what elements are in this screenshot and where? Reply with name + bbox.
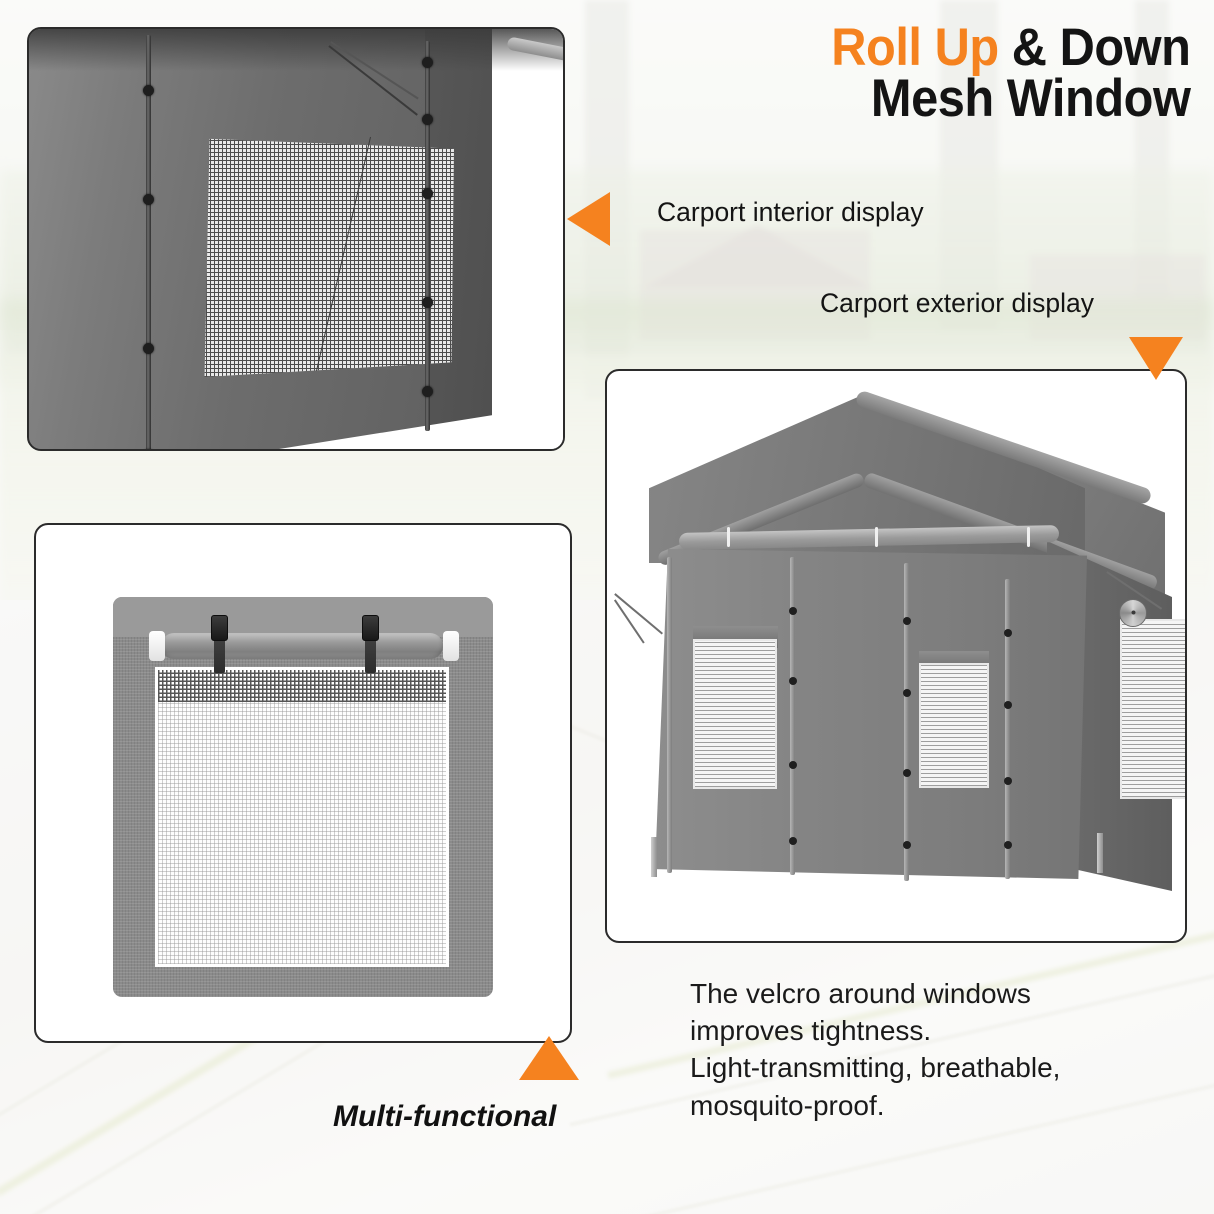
carport-beam-tie xyxy=(875,527,878,547)
interior-frame-fastener xyxy=(143,85,154,96)
callout-carport-interior: Carport interior display xyxy=(657,197,924,227)
interior-frame-pole xyxy=(425,41,430,431)
window-strap xyxy=(214,621,225,673)
interior-frame-fastener xyxy=(422,57,433,68)
title-line2: Mesh Window xyxy=(870,69,1190,129)
interior-open-doorway xyxy=(492,29,563,449)
interior-ceiling-shadow xyxy=(29,29,563,71)
window-fabric-panel xyxy=(113,597,493,997)
carport-fastener xyxy=(789,761,797,769)
interior-frame-fastener xyxy=(422,386,433,397)
interior-mesh-window xyxy=(204,138,454,377)
carport-leg xyxy=(1097,833,1103,873)
panel-carport-exterior xyxy=(605,369,1187,943)
description-line-2: improves tightness. xyxy=(690,1015,932,1047)
triangle-up-icon xyxy=(519,1036,579,1080)
triangle-down-icon xyxy=(1129,337,1183,380)
callout-carport-exterior: Carport exterior display xyxy=(820,288,1094,318)
carport-fastener xyxy=(789,837,797,845)
description-line-1: The velcro around windows xyxy=(690,978,1031,1009)
carport-fastener xyxy=(1004,777,1012,785)
carport-fastener xyxy=(903,617,911,625)
interior-frame-fastener xyxy=(422,297,433,308)
carport-guy-line xyxy=(614,593,663,635)
carport-beam-tie xyxy=(1027,527,1030,547)
window-clear-pane xyxy=(155,667,449,967)
window-buckle xyxy=(362,615,379,641)
carport-mesh-window xyxy=(919,663,989,788)
carport-render xyxy=(607,371,1185,941)
page-title: Roll Up & Down Mesh Window xyxy=(831,21,1191,129)
carport-fastener xyxy=(1004,701,1012,709)
title-line1-rest: & Down xyxy=(998,18,1190,77)
carport-rolled-window-spiral xyxy=(1119,599,1147,627)
window-rolled-flap xyxy=(161,633,443,659)
carport-frame-post xyxy=(1005,579,1010,879)
title-line1: Roll Up & Down xyxy=(830,18,1191,77)
description-line-3: Light-transmitting, breathable, xyxy=(690,1052,1061,1084)
window-strap xyxy=(365,621,376,673)
triangle-left-icon xyxy=(567,192,610,246)
interior-frame-fastener xyxy=(143,343,154,354)
carport-fastener xyxy=(903,769,911,777)
carport-fastener xyxy=(1004,629,1012,637)
carport-frame-post xyxy=(790,557,795,875)
window-mesh-band xyxy=(158,670,446,702)
carport-fastener xyxy=(1004,841,1012,849)
title-highlight: Roll Up xyxy=(830,18,999,77)
window-roll-end-cap xyxy=(149,631,165,661)
description-line-4: mosquito-proof. xyxy=(690,1089,885,1121)
callout-multi-functional: Multi-functional xyxy=(333,1100,557,1133)
window-roll-end-cap xyxy=(443,631,459,661)
carport-leg xyxy=(651,837,657,877)
carport-fastener xyxy=(789,607,797,615)
carport-frame-post xyxy=(904,563,909,881)
carport-beam-tie xyxy=(727,527,730,547)
carport-fastener xyxy=(903,689,911,697)
carport-fastener xyxy=(789,677,797,685)
description-block: The velcro around windows improves tight… xyxy=(690,975,1060,1124)
interior-frame-fastener xyxy=(422,114,433,125)
carport-frame-post xyxy=(667,557,672,873)
interior-frame-fastener xyxy=(422,188,433,199)
carport-mesh-window xyxy=(693,639,777,789)
window-fabric-top-band xyxy=(113,597,493,637)
panel-mesh-window-closeup xyxy=(34,523,572,1043)
carport-side-mesh-window xyxy=(1120,619,1185,799)
panel-carport-interior xyxy=(27,27,565,451)
window-buckle xyxy=(211,615,228,641)
interior-frame-pole xyxy=(146,35,151,449)
interior-frame-fastener xyxy=(143,449,154,451)
carport-fastener xyxy=(903,841,911,849)
interior-frame-fastener xyxy=(143,194,154,205)
